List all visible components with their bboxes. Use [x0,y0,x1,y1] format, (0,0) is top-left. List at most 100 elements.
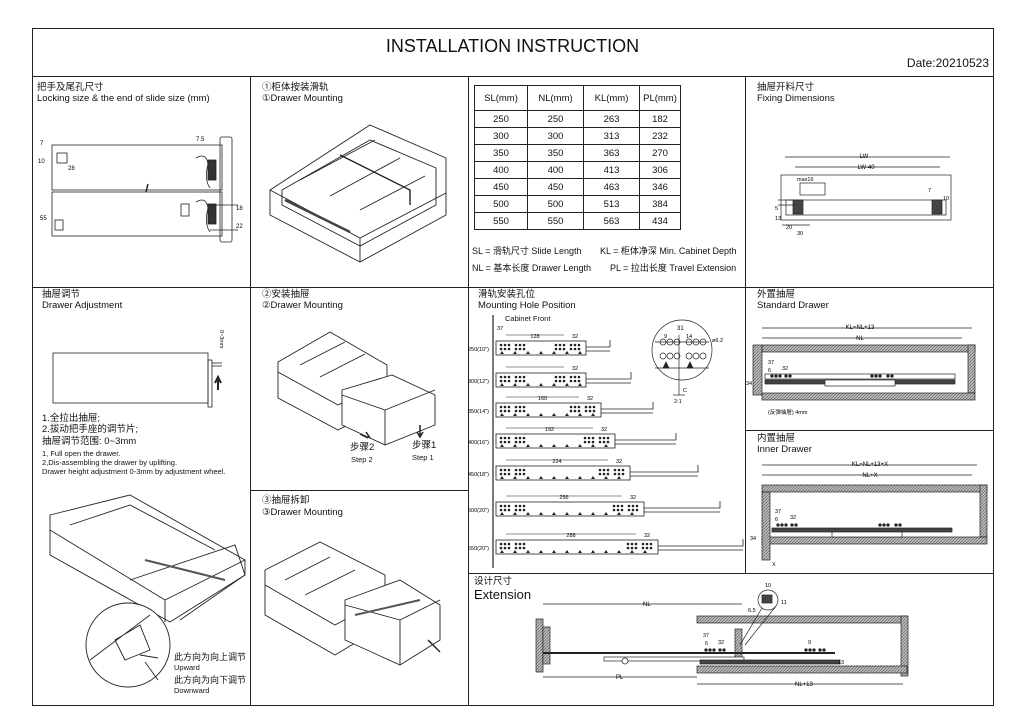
mounting-hole [522,379,526,383]
mounting-hole [503,343,507,347]
dim-31: 31 [677,326,684,332]
table-cell: 500 [527,195,584,213]
mounting-hole [627,504,631,508]
dim-kl-inner: KL=NL+13+X [852,462,888,468]
mounting-hole [518,379,522,383]
table-cell: 400 [527,161,584,179]
mounting-hole [522,546,526,550]
mount1-title-cn: ①柜体按装滑轨 [262,82,329,93]
mounting-hole [584,409,588,413]
step1-en: Step 1 [412,453,434,462]
table-cell: 463 [583,178,640,196]
mounting-hole [514,504,518,508]
dim-20: 20 [786,225,792,231]
screw-mark [539,444,543,447]
screw-mark [500,413,504,416]
slide-rail [495,501,645,517]
mounting-hole [621,468,625,472]
mounting-hole [635,504,639,508]
slide-size-label: 350(14") [468,409,489,415]
dim-37-ext: 37 [703,633,709,639]
mounting-hole [592,409,596,413]
slide-extension [586,372,632,384]
mounting-hole [514,440,518,444]
table-cell: 346 [639,178,681,196]
dim-label: 10 [38,159,45,165]
table-cell: 300 [527,127,584,145]
mounting-hole [602,468,606,472]
dim-14: 14 [686,334,692,340]
mounting-hole [617,468,621,472]
mounting-hole [507,375,511,379]
mounting-hole [514,343,518,347]
downward-en: Downward [174,686,210,695]
mounting-hole [558,379,562,383]
dim-6-inner: 6 [775,517,778,523]
screw-mark [526,413,530,416]
mounting-hole [573,347,577,351]
standard-title-cn: 外置抽屉 [757,289,796,300]
dim-nl: NL [856,336,864,342]
mounting-hole [507,504,511,508]
mounting-hole [616,508,620,512]
mount3-title-en: ③Drawer Mounting [262,507,343,518]
step2-cn: 步骤2 [350,442,375,453]
mounting-hole [522,468,526,472]
dim-label: 7.5 [196,137,205,143]
adjust-title-cn: 抽屉调节 [42,289,81,300]
mounting-hole [503,546,507,550]
mounting-hole [518,542,522,546]
mounting-hole [514,347,518,351]
table-cell: 250 [474,110,528,128]
table-cell: 563 [583,212,640,230]
mounting-hole [606,472,610,476]
adjust-step-en-1: 1, Full open the drawer. [42,449,121,458]
slide-size-label: 400(16") [468,440,489,446]
mounting-hole [514,379,518,383]
mounting-hole [499,440,503,444]
mounting-hole [522,409,526,413]
screw-mark [526,476,530,479]
mounting-hole [649,546,653,550]
mounting-hole [626,542,630,546]
mounting-hole [499,379,503,383]
mounting-hole [602,436,606,440]
col-nl: NL(mm) [527,85,584,111]
standard-title-en: Standard Drawer [757,300,829,311]
mounting-hole [499,409,503,413]
mounting-hole [522,343,526,347]
mounting-hole [499,508,503,512]
mounting-hole [569,347,573,351]
screw-mark [552,476,556,479]
table-cell: 263 [583,110,640,128]
mounting-hole [631,504,635,508]
mounting-hole [499,375,503,379]
screw-mark [500,550,504,553]
mount1-title-en: ①Drawer Mounting [262,93,343,104]
step2-en: Step 2 [351,455,373,464]
mounting-hole [518,436,522,440]
dim-34-inner: 34 [750,536,756,542]
table-header-row: SL(mm) NL(mm) KL(mm) PL(mm) [474,85,681,111]
mounting-hole [503,409,507,413]
mounting-hole [631,508,635,512]
adjust-step-en-2: 2,Dis-assembling the drawer by uplifting… [42,458,178,467]
mounting-hole [499,436,503,440]
mounting-hole [518,504,522,508]
screw-mark [552,383,556,386]
mounting-hole [591,440,595,444]
screw-mark [565,444,569,447]
slide-size-label: 300(12") [468,379,489,385]
mounting-hole [602,472,606,476]
screw-mark [578,383,582,386]
screw-mark [617,550,621,553]
mounting-hole [616,504,620,508]
dim-lw40: LW-40 [857,165,875,171]
table-cell: 313 [583,127,640,145]
dim-65-ext: 6.5 [748,608,756,614]
mounting-hole [620,508,624,512]
mounting-hole [514,542,518,546]
dim-10-ext: 10 [765,583,771,589]
